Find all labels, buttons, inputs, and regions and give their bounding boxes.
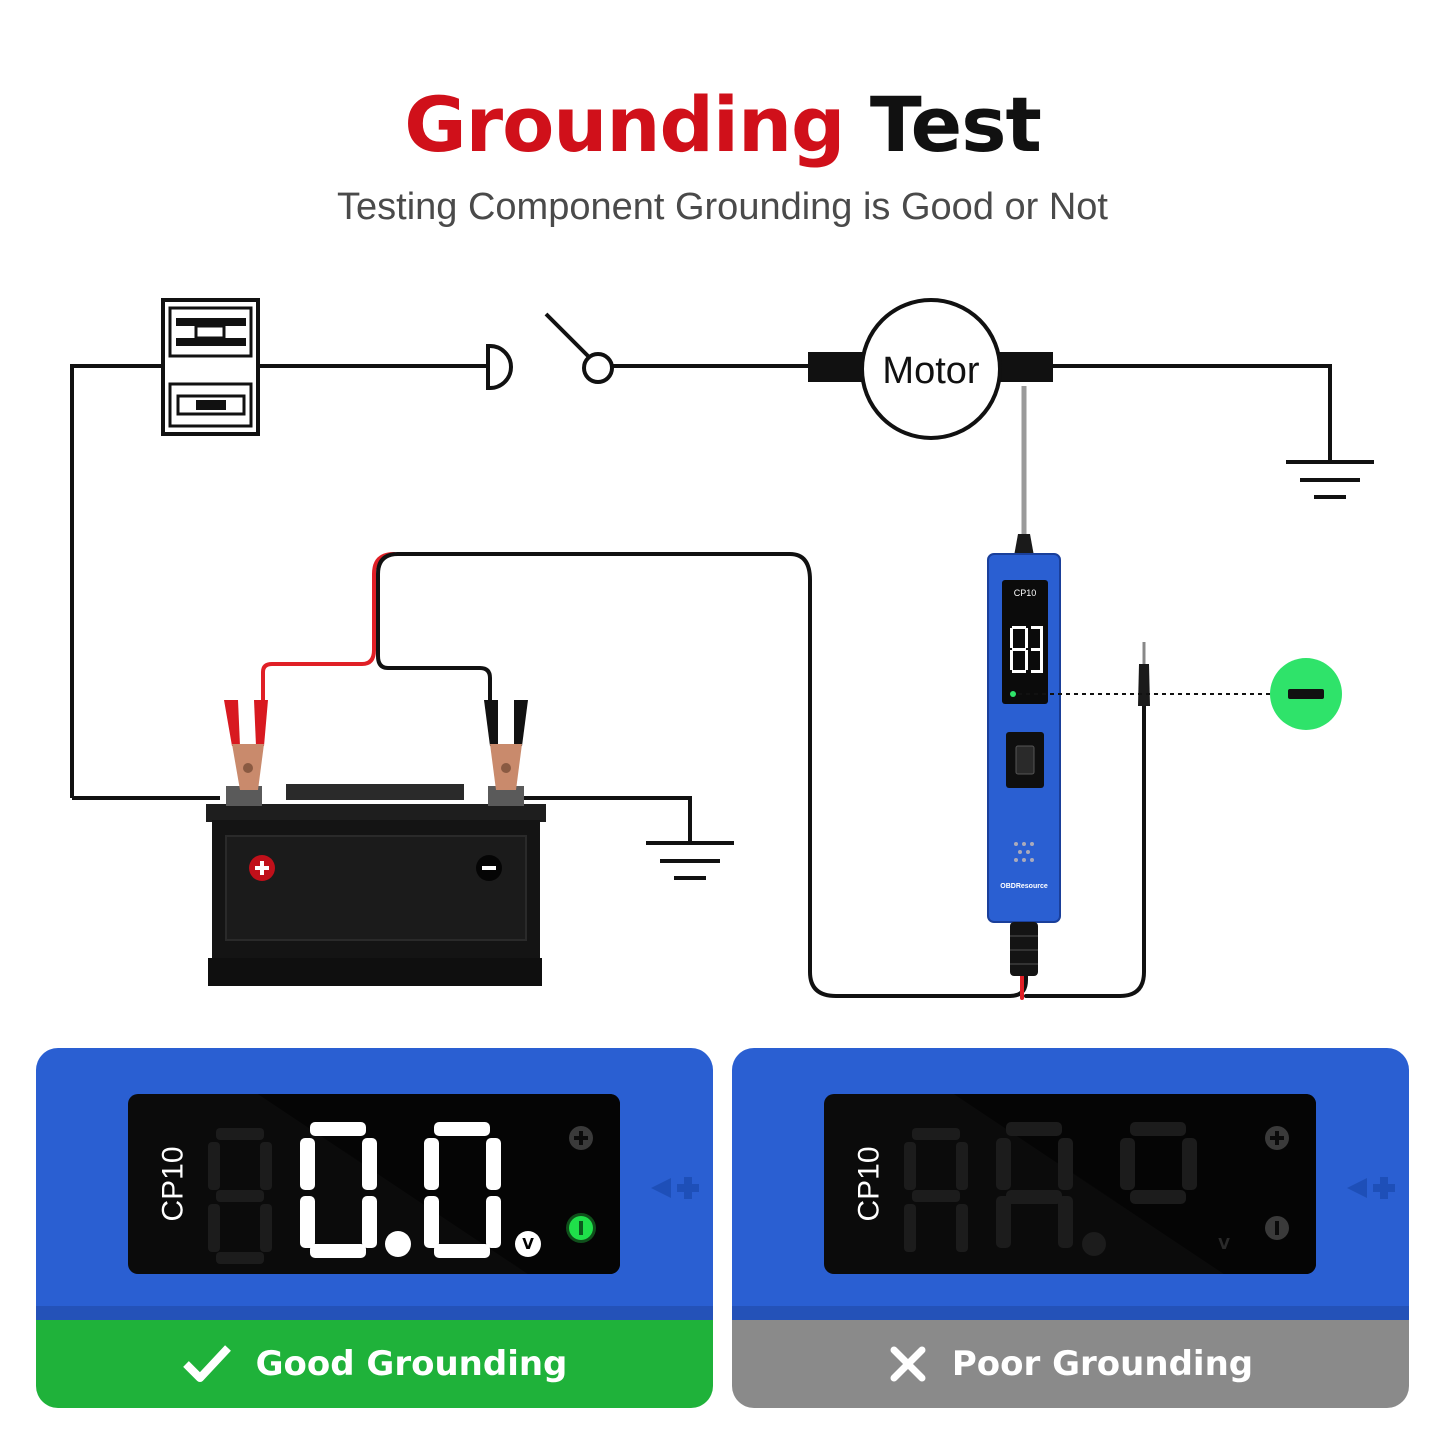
poor-grounding-panel: CP10 V Poor Grounding [732,1048,1409,1408]
check-icon [182,1345,231,1382]
motor-icon [808,298,1053,440]
screen-model-label: CP10 [853,1146,887,1222]
unit-label: V [522,1235,534,1253]
title-rest: Test [869,80,1042,169]
car-battery-icon [206,784,546,986]
left-wire [70,364,163,798]
good-grounding-panel: CP10 V Good Grounding [36,1048,713,1408]
ground-probe-minus-icon [1270,658,1342,730]
ground-symbol-right [1286,460,1374,499]
tester-display-closeup: CP10 V [36,1048,713,1320]
tester-lcd-screen: CP10 V [824,1094,1316,1274]
motor-label: Motor [882,350,979,392]
unit-label: V [1218,1235,1230,1253]
red-clamp-icon [224,700,268,790]
decimal-point [385,1231,411,1257]
digit-zero-one [300,1122,377,1258]
page-title: Grounding Test [0,80,1445,169]
title-accent: Grounding [404,80,845,169]
battery-ground-wire [520,796,692,842]
status-strip-poor: Poor Grounding [732,1320,1409,1408]
tester-display-closeup: CP10 V [732,1048,1409,1320]
circuit-diagram: Motor [70,298,1374,1000]
tester-brand-label: OBDResource [1000,883,1048,890]
battery-plus-icon [255,861,269,875]
status-label: Good Grounding [255,1344,568,1384]
tester-tip-icon [651,1177,699,1199]
battery-leads [261,552,1146,1000]
tester-model-label: CP10 [1014,588,1037,598]
tester-lcd-screen: CP10 V [128,1094,620,1274]
fuse-box-icon [161,298,260,436]
status-strip-good: Good Grounding [36,1320,713,1408]
wire-motor-ground [1050,364,1332,460]
ground-probe-lead [1018,642,1272,706]
status-label: Poor Grounding [951,1344,1254,1384]
digit-zero-two [424,1122,501,1258]
screen-model-label: CP10 [157,1146,191,1222]
tester-tip-icon [1347,1177,1395,1199]
circuit-tester-icon [987,386,1061,976]
x-icon [890,1346,926,1382]
ground-symbol-battery [646,841,734,880]
page-subtitle: Testing Component Grounding is Good or N… [337,186,1108,228]
connector-icon [486,344,513,390]
lcd-graphics [208,1094,620,1274]
lcd-graphics [904,1094,1316,1274]
black-clamp-icon [484,700,528,790]
switch-icon [544,312,614,384]
